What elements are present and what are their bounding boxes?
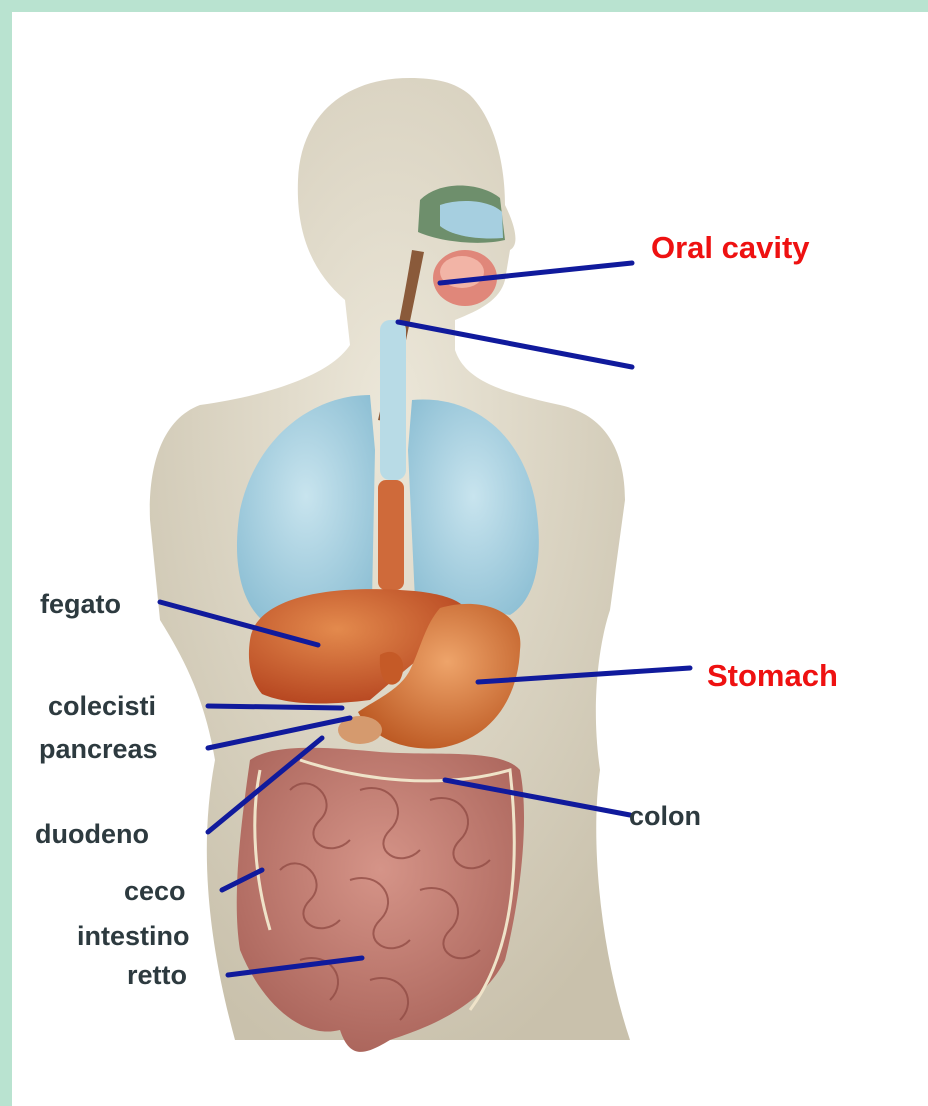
label-fegato: fegato — [40, 589, 121, 619]
label-ceco: ceco — [124, 876, 186, 906]
label-pancreas: pancreas — [39, 734, 158, 764]
label-retto: retto — [127, 960, 187, 990]
label-colon: colon — [629, 801, 701, 831]
label-oral-cavity: Oral cavity — [651, 230, 810, 265]
label-colecisti: colecisti — [48, 691, 156, 721]
leader-colecisti — [208, 706, 342, 708]
label-intestino: intestino — [77, 921, 190, 951]
label-stomach: Stomach — [707, 658, 838, 693]
label-duodeno: duodeno — [35, 819, 149, 849]
